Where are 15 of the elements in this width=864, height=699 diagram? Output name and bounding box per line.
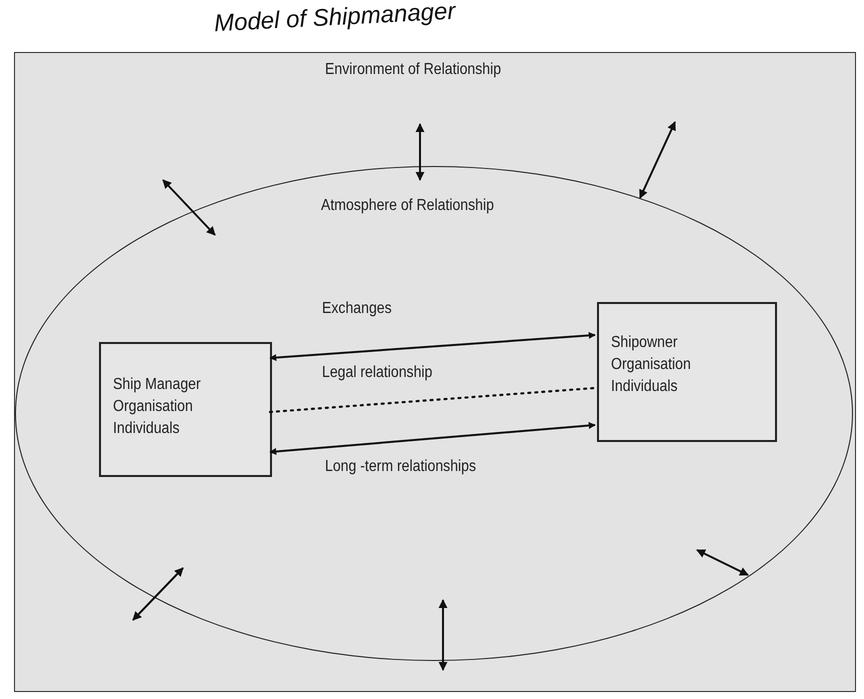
edge-label: Long -term relationships <box>325 458 476 476</box>
dotted-connector <box>268 386 596 414</box>
party-label: Ship Manager Organisation Individuals <box>113 375 202 439</box>
party-label: Shipowner Organisation Individuals <box>611 333 692 397</box>
party-box <box>99 342 272 477</box>
diagram-title: Model of Shipmanager <box>213 0 456 38</box>
heading-label: Environment of Relationship <box>325 61 502 79</box>
edge-label: Legal relationship <box>322 364 432 382</box>
double-arrow <box>269 422 596 455</box>
party-box <box>597 302 777 442</box>
atmosphere-ellipse <box>15 166 853 661</box>
environment-frame <box>14 52 856 692</box>
double-arrow <box>269 332 596 362</box>
edge-label: Exchanges <box>322 300 392 318</box>
heading-label: Atmosphere of Relationship <box>321 197 494 215</box>
